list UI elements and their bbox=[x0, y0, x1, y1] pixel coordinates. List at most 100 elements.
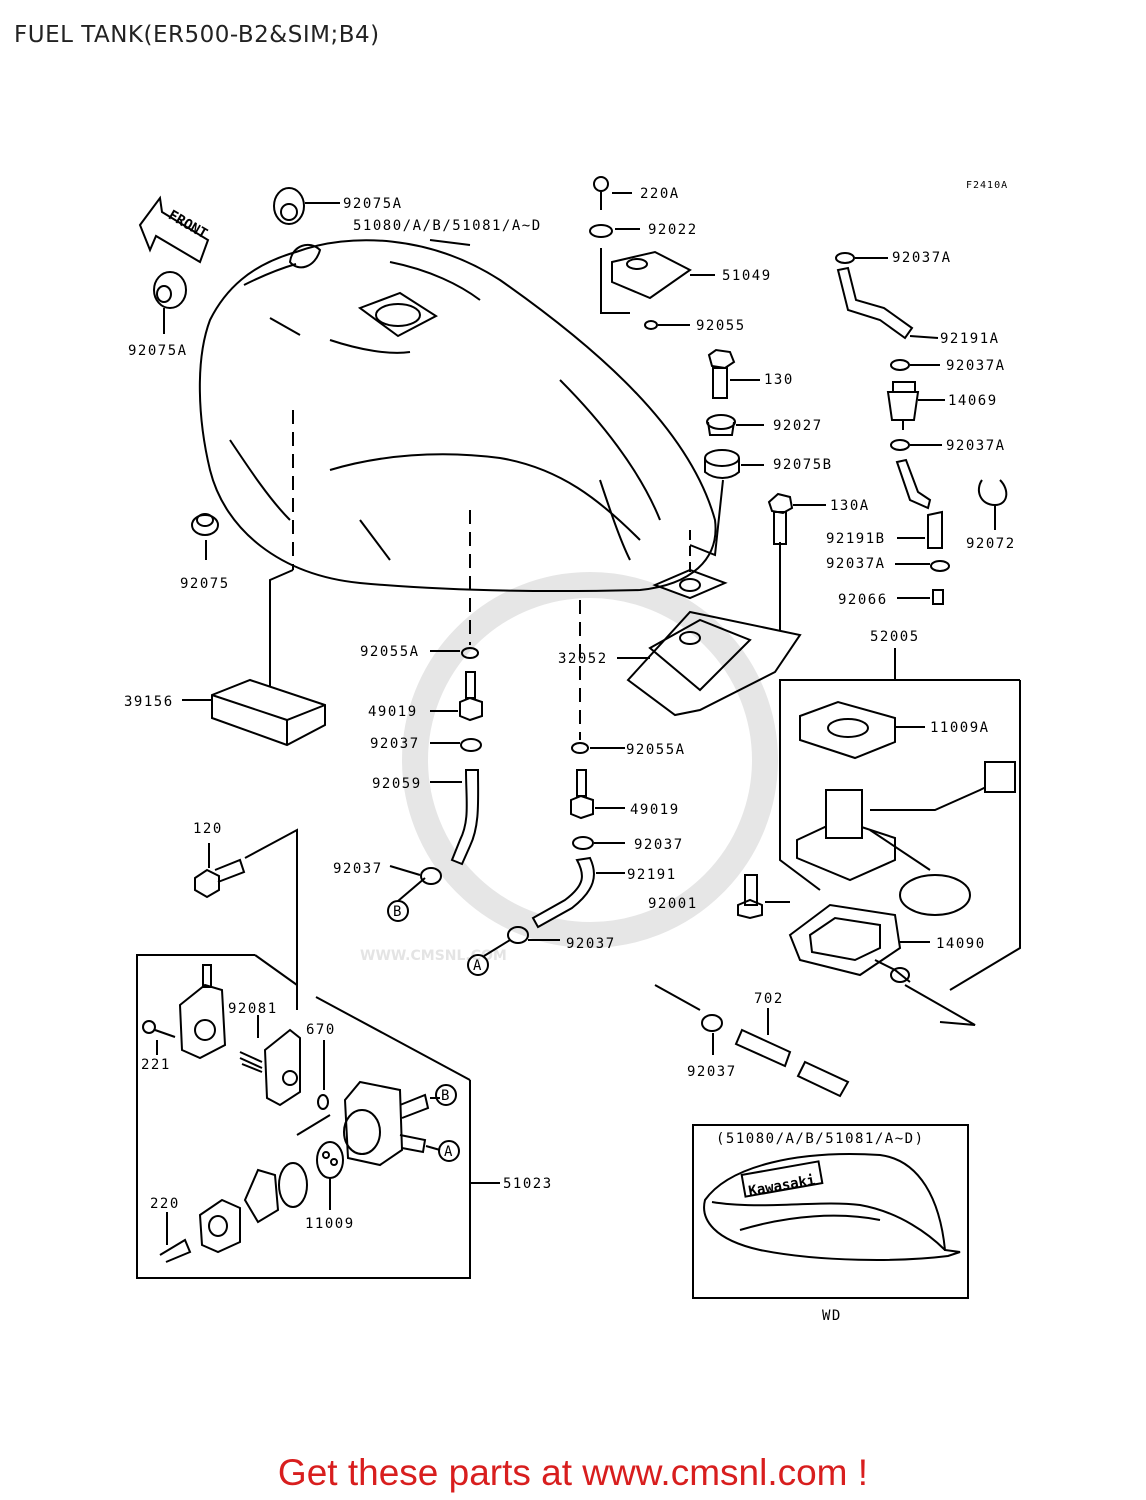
part-label: 92081 bbox=[228, 1001, 278, 1017]
page-title: FUEL TANK(ER500-B2&SIM;B4) bbox=[14, 22, 380, 48]
petcock-box-51023 bbox=[136, 954, 500, 1279]
part-label: 49019 bbox=[630, 802, 680, 818]
figure-code: F2410A bbox=[966, 180, 1008, 191]
part-label: 92075A bbox=[343, 196, 403, 212]
inset-caption: (51080/A/B/51081/A~D) bbox=[716, 1131, 925, 1147]
hose-92191a bbox=[836, 266, 939, 340]
sender-unit bbox=[796, 761, 1016, 916]
part-label: 92037A bbox=[826, 556, 886, 572]
part-label: 14090 bbox=[936, 936, 986, 952]
part-label: 670 bbox=[306, 1022, 336, 1038]
part-label: 52005 bbox=[870, 629, 920, 645]
clamp-92037-b bbox=[389, 865, 442, 885]
part-label: 92022 bbox=[648, 222, 698, 238]
part-label: 92191 bbox=[627, 867, 677, 883]
part-label: 92037A bbox=[892, 250, 952, 266]
part-label: 92037A bbox=[946, 438, 1006, 454]
plate-and-screw-220 bbox=[159, 1198, 241, 1263]
lever bbox=[243, 1168, 280, 1224]
seal-92055a-mid bbox=[571, 742, 625, 754]
fitting-49019-left bbox=[430, 671, 483, 722]
part-label: 92037 bbox=[333, 861, 383, 877]
part-label: 92059 bbox=[372, 776, 422, 792]
part-label: 51023 bbox=[503, 1176, 553, 1192]
fuel-tank bbox=[198, 239, 728, 600]
clamp-92037a-2 bbox=[890, 359, 940, 371]
front-arrow-icon bbox=[138, 195, 210, 264]
filter-14069 bbox=[886, 381, 945, 430]
part-label: 11009A bbox=[930, 720, 990, 736]
part-label: 92191A bbox=[940, 331, 1000, 347]
callout-circle-a-1 bbox=[467, 954, 489, 976]
bolt-92001 bbox=[737, 874, 790, 920]
hose-92191 bbox=[531, 856, 625, 929]
clamp-92037a-4 bbox=[895, 560, 950, 572]
pad-39156 bbox=[182, 678, 326, 747]
hose-702 bbox=[734, 1008, 850, 1098]
damper-92075a-left bbox=[153, 271, 187, 334]
inset-label: WD bbox=[822, 1308, 842, 1324]
part-label: 92075 bbox=[180, 576, 230, 592]
callout-b: B bbox=[393, 904, 401, 920]
part-label: 11009 bbox=[305, 1216, 355, 1232]
bolt-130a bbox=[767, 492, 826, 545]
part-label: 92055A bbox=[360, 644, 420, 660]
clamp-92037a-1 bbox=[835, 252, 888, 264]
diaphragm bbox=[263, 1028, 301, 1107]
clip-92072 bbox=[977, 479, 1008, 530]
clamp-92037-bottom bbox=[701, 1014, 723, 1055]
screw-221 bbox=[142, 1020, 176, 1055]
clamp-92037-left bbox=[430, 738, 482, 752]
callout-circle-b-2 bbox=[435, 1084, 457, 1106]
oring-11009 bbox=[278, 1162, 308, 1208]
part-label: 92037 bbox=[687, 1064, 737, 1080]
part-label: 92027 bbox=[773, 418, 823, 434]
part-label: 702 bbox=[754, 991, 784, 1007]
cap-92066 bbox=[897, 589, 944, 605]
grommet-92075 bbox=[191, 513, 219, 560]
hose-92191b bbox=[895, 458, 943, 549]
part-label: 130A bbox=[830, 498, 870, 514]
part-label: 221 bbox=[141, 1057, 171, 1073]
part-label: 92037 bbox=[566, 936, 616, 952]
washer-92022 bbox=[589, 224, 640, 238]
callout-circle-a-2 bbox=[438, 1140, 460, 1162]
cover-51049 bbox=[611, 250, 715, 300]
oring-670 bbox=[317, 1040, 329, 1110]
screw-220a bbox=[593, 176, 632, 210]
fitting-49019-mid bbox=[570, 769, 625, 820]
exploded-parts-diagram: WWW.CMSNL.COM bbox=[124, 176, 1021, 1324]
inset-variant-box bbox=[692, 1124, 969, 1299]
collar-92027 bbox=[706, 414, 764, 436]
cover-plate bbox=[178, 964, 227, 1060]
float-14090 bbox=[788, 903, 930, 983]
part-label: 92066 bbox=[838, 592, 888, 608]
bolt-130 bbox=[707, 348, 760, 399]
callout-a: A bbox=[473, 958, 482, 974]
part-label: 14069 bbox=[948, 393, 998, 409]
part-label: 220 bbox=[150, 1196, 180, 1212]
damper-92075a-top bbox=[273, 187, 340, 225]
parts-link-banner[interactable]: Get these parts at www.cmsnl.com ! bbox=[277, 1452, 869, 1493]
part-label: 120 bbox=[193, 821, 223, 837]
part-label: 92055 bbox=[696, 318, 746, 334]
bracket-32052 bbox=[617, 542, 802, 717]
part-label: 51049 bbox=[722, 268, 772, 284]
filter-disc bbox=[316, 1141, 344, 1210]
part-label: 92075A bbox=[128, 343, 188, 359]
part-label: 51080/A/B/51081/A~D bbox=[353, 218, 542, 234]
part-label: 92037A bbox=[946, 358, 1006, 374]
part-label: 92072 bbox=[966, 536, 1016, 552]
sender-box-52005 bbox=[779, 648, 1021, 991]
part-label: 130 bbox=[764, 372, 794, 388]
part-label: 39156 bbox=[124, 694, 174, 710]
part-label: 220A bbox=[640, 186, 680, 202]
clamp-92037-mid bbox=[572, 836, 625, 850]
clamp-92037a-3 bbox=[890, 439, 942, 451]
part-label: 92055A bbox=[626, 742, 686, 758]
gasket-11009a bbox=[799, 700, 925, 760]
seal-92055a-left bbox=[430, 647, 479, 659]
part-label: 49019 bbox=[368, 704, 418, 720]
part-label: 92037 bbox=[370, 736, 420, 752]
callout-a: A bbox=[444, 1144, 453, 1160]
